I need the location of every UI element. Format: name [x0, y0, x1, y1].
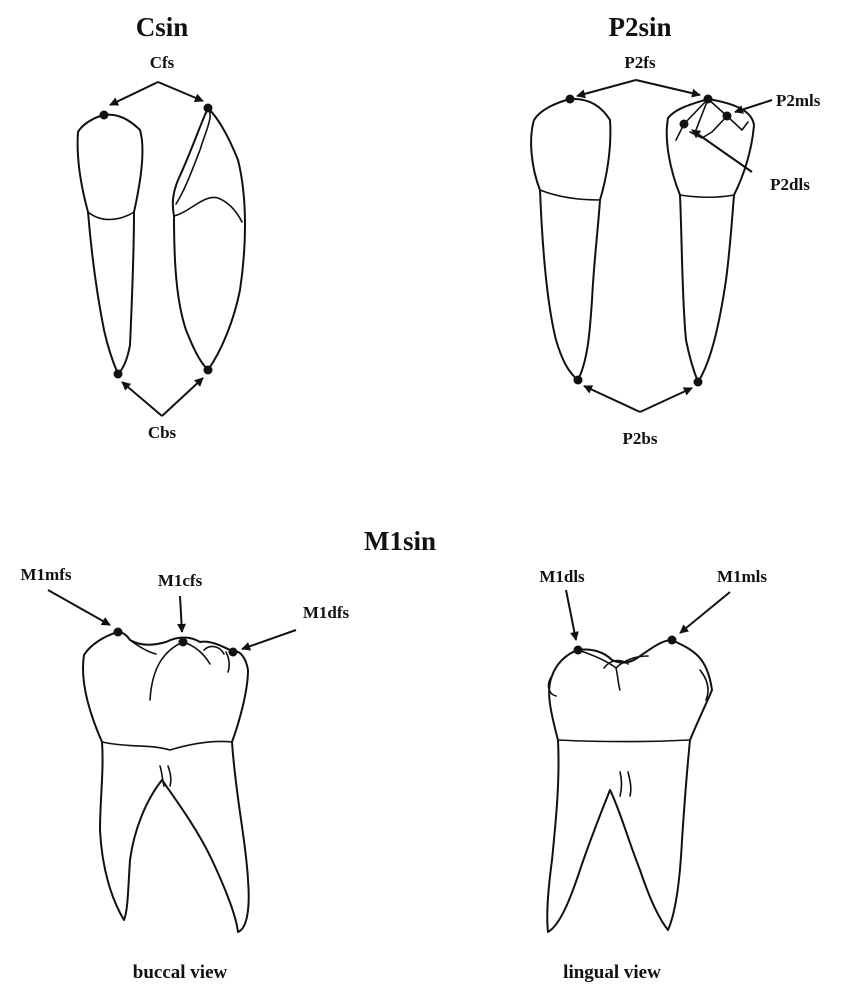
- molar-lingual-dls-point: [574, 646, 583, 655]
- molar-buccal-cusp-groove: [150, 642, 183, 700]
- canine-bs-point-right: [204, 366, 213, 375]
- molar-lingual-furcation: [620, 772, 631, 796]
- canine-bs-point-left: [114, 370, 123, 379]
- premolar-fs-arrow-right: [636, 80, 700, 95]
- molar-buccal-cfs-point: [179, 638, 188, 647]
- canine-right-inner-edge: [176, 108, 210, 204]
- canine-title: Csin: [136, 12, 189, 42]
- premolar-right-cej: [680, 195, 734, 197]
- molar-buccal-furcation: [160, 766, 171, 786]
- molar-panel: M1sin M1mfs M1cfs M1dfs buccal view M1dl…: [21, 526, 768, 983]
- canine-bs-label: Cbs: [148, 423, 177, 442]
- molar-lingual-cej: [558, 740, 690, 742]
- premolar-mls-point: [723, 112, 732, 121]
- molar-lingual-outline: [547, 640, 712, 932]
- premolar-title: P2sin: [608, 12, 671, 42]
- premolar-fs-label: P2fs: [624, 53, 656, 72]
- canine-fs-point-left: [100, 111, 109, 120]
- premolar-fs-point-right: [704, 95, 713, 104]
- molar-buccal-dfs-label: M1dfs: [303, 603, 350, 622]
- molar-buccal-cfs-label: M1cfs: [158, 571, 203, 590]
- premolar-panel: P2sin P2fs P2mls P2dls P2bs: [531, 12, 821, 448]
- molar-title: M1sin: [364, 526, 436, 556]
- premolar-right-outline: [667, 99, 754, 382]
- canine-right-outline: [173, 108, 245, 370]
- premolar-bs-point-left: [574, 376, 583, 385]
- canine-fs-arrow-left: [110, 82, 158, 105]
- molar-lingual-caption: lingual view: [563, 962, 661, 983]
- canine-bs-arrow-right: [162, 378, 203, 416]
- premolar-bs-arrow-right: [640, 388, 692, 412]
- molar-lingual-dls-arrow: [566, 590, 576, 640]
- canine-left-cej: [88, 212, 134, 220]
- molar-buccal-cusp-groove-2: [183, 642, 210, 664]
- molar-lingual-cusp-groove: [578, 650, 648, 690]
- canine-panel: Csin Cfs Cbs: [78, 12, 245, 442]
- premolar-mls-arrow: [735, 100, 772, 112]
- molar-buccal-caption: buccal view: [133, 962, 228, 983]
- molar-lingual-dls-label: M1dls: [539, 567, 585, 586]
- premolar-dls-arrow: [692, 130, 752, 172]
- molar-buccal-mfs-arrow: [48, 590, 110, 625]
- canine-right-cej: [174, 197, 242, 222]
- molar-buccal-mfs-label: M1mfs: [21, 565, 72, 584]
- premolar-bs-point-right: [694, 378, 703, 387]
- molar-lingual-mls-arrow: [680, 592, 730, 633]
- molar-lingual-cusp-tips: [549, 661, 708, 700]
- molar-buccal-dfs-point: [229, 648, 238, 657]
- premolar-fs-arrow-left: [577, 80, 636, 96]
- canine-bs-arrow-left: [122, 382, 162, 416]
- canine-fs-arrow-right: [158, 82, 203, 101]
- molar-buccal-mfs-point: [114, 628, 123, 637]
- premolar-left-cej: [540, 190, 600, 200]
- premolar-fs-point-left: [566, 95, 575, 104]
- premolar-left-outline: [531, 99, 610, 380]
- premolar-mls-label: P2mls: [776, 91, 821, 110]
- molar-lingual-view: M1dls M1mls lingual view: [539, 567, 767, 983]
- molar-buccal-outline: [83, 632, 249, 932]
- canine-fs-label: Cfs: [150, 53, 175, 72]
- canine-fs-point-right: [204, 104, 213, 113]
- premolar-dls-label: P2dls: [770, 175, 810, 194]
- molar-buccal-cej: [102, 741, 232, 750]
- molar-buccal-dfs-arrow: [242, 630, 296, 649]
- molar-buccal-view: M1mfs M1cfs M1dfs buccal view: [21, 565, 350, 983]
- molar-buccal-cfs-arrow: [180, 596, 182, 632]
- molar-lingual-mls-label: M1mls: [717, 567, 767, 586]
- molar-lingual-mls-point: [668, 636, 677, 645]
- premolar-bs-arrow-left: [584, 386, 640, 412]
- premolar-bs-label: P2bs: [623, 429, 658, 448]
- premolar-dls-point: [680, 120, 689, 129]
- canine-left-outline: [78, 115, 143, 374]
